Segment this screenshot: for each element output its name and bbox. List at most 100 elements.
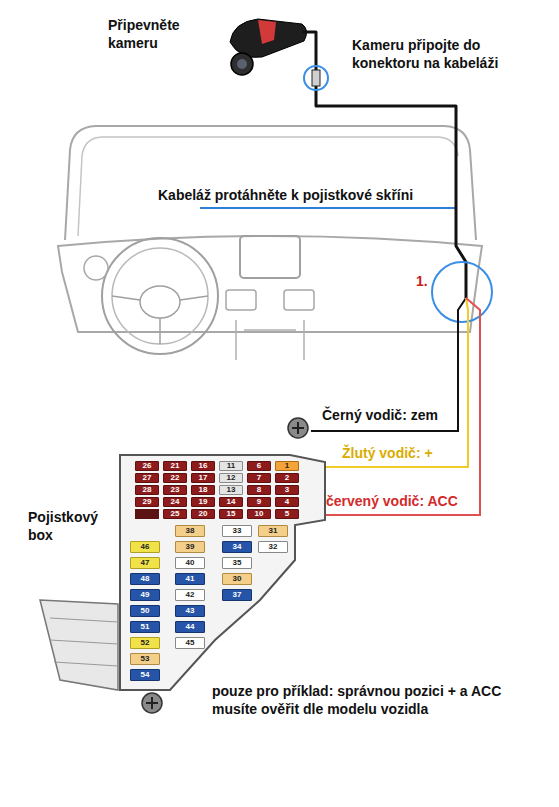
fuse: 4 xyxy=(275,497,299,507)
fuse: 41 xyxy=(175,573,205,585)
note-text: pouze pro příklad: správnou pozici + a A… xyxy=(212,682,517,718)
fuse-number: 33 xyxy=(223,526,251,536)
bracket-ribs xyxy=(50,618,118,666)
fuse-number: 14 xyxy=(220,498,242,506)
dashcam-body xyxy=(230,19,307,57)
fusebox-bracket xyxy=(40,600,118,690)
fuse-number: 22 xyxy=(164,474,186,482)
dashcam-lens xyxy=(231,53,253,75)
fuse: 37 xyxy=(222,589,252,601)
camera-cable xyxy=(302,32,466,298)
fuse: 47 xyxy=(130,557,160,569)
acc-wire xyxy=(302,298,480,515)
fuse-number: 7 xyxy=(248,474,270,482)
fuse-number: 32 xyxy=(259,542,287,552)
fuse-number: 11 xyxy=(220,462,242,470)
ground-screw xyxy=(288,418,308,438)
fuse: 34 xyxy=(222,541,252,553)
fuse: 27 xyxy=(135,473,159,483)
dashcam-stripe xyxy=(258,20,276,44)
fuse-number: 10 xyxy=(248,510,270,518)
fuse-number: 21 xyxy=(164,462,186,470)
fuse: 15 xyxy=(219,509,243,519)
fuse: 49 xyxy=(130,589,160,601)
fuse-number: 53 xyxy=(131,654,159,664)
callout-number: 1. xyxy=(416,272,436,290)
fuse-number: 2 xyxy=(276,474,298,482)
fuse-number: 8 xyxy=(248,486,270,494)
fuse-number: 25 xyxy=(164,510,186,518)
fuse-number: 3 xyxy=(276,486,298,494)
wire-label: červený vodič: ACC xyxy=(326,492,476,510)
mount-screw xyxy=(142,693,162,713)
fuse-number: 52 xyxy=(131,638,159,648)
fuse: 44 xyxy=(175,621,205,633)
fuse: 46 xyxy=(130,541,160,553)
fuse-number: 49 xyxy=(131,590,159,600)
steering-wheel-inner xyxy=(112,248,208,344)
fuse-number: 18 xyxy=(192,486,214,494)
connector-highlight xyxy=(304,66,328,90)
fuse-number: 39 xyxy=(176,542,204,552)
fuse: 43 xyxy=(175,605,205,617)
fuse-number: 34 xyxy=(223,542,251,552)
wire-exit-highlight xyxy=(432,262,492,322)
fuse-number: 54 xyxy=(131,670,159,680)
fuse: 48 xyxy=(130,573,160,585)
screw-slot xyxy=(146,697,158,709)
fuse: 13 xyxy=(219,485,243,495)
fuse-number: 30 xyxy=(223,574,251,584)
fuse: 23 xyxy=(163,485,187,495)
empty-fuse-slot xyxy=(135,509,159,519)
fuse-number: 27 xyxy=(136,474,158,482)
windshield-frame xyxy=(65,126,476,240)
fuse-number: 35 xyxy=(223,558,251,568)
fuse-number: 42 xyxy=(176,590,204,600)
windshield-glass xyxy=(78,137,458,236)
fuse-number: 13 xyxy=(220,486,242,494)
fuse: 19 xyxy=(191,497,215,507)
center-screen xyxy=(240,236,300,278)
fuse: 17 xyxy=(191,473,215,483)
fuse: 25 xyxy=(163,509,187,519)
fuse-number: 50 xyxy=(131,606,159,616)
fuse-number: 37 xyxy=(223,590,251,600)
fuse: 53 xyxy=(130,653,160,665)
fuse: 20 xyxy=(191,509,215,519)
center-vent xyxy=(284,290,314,310)
fuse-number: 1 xyxy=(276,462,298,470)
dashboard xyxy=(58,236,482,332)
fuse: 32 xyxy=(258,541,288,553)
constant-wire xyxy=(302,298,468,467)
fuse: 18 xyxy=(191,485,215,495)
fuse: 14 xyxy=(219,497,243,507)
fuse: 30 xyxy=(222,573,252,585)
fuse-number: 15 xyxy=(220,510,242,518)
instruction-text: Připevněte kameru xyxy=(108,16,220,52)
fuse: 21 xyxy=(163,461,187,471)
steering-hub xyxy=(140,286,180,318)
fuse-number: 40 xyxy=(176,558,204,568)
fuse-number: 12 xyxy=(220,474,242,482)
fuse: 50 xyxy=(130,605,160,617)
fuse: 6 xyxy=(247,461,271,471)
steering-spokes xyxy=(112,296,208,344)
fuse-number: 41 xyxy=(176,574,204,584)
fuse-number: 29 xyxy=(136,498,158,506)
fuse-number: 6 xyxy=(248,462,270,470)
fuse-number: 44 xyxy=(176,622,204,632)
text-underline xyxy=(200,207,456,209)
fuse-number: 47 xyxy=(131,558,159,568)
ground-wire xyxy=(311,298,466,431)
dashcam-lens-glass xyxy=(237,59,247,69)
fusebox-outline xyxy=(120,455,325,690)
fuse: 5 xyxy=(275,509,299,519)
steering-wheel xyxy=(102,238,218,354)
fuse-number: 48 xyxy=(131,574,159,584)
fuse: 39 xyxy=(175,541,205,553)
fuse-number: 31 xyxy=(259,526,287,536)
side-vent xyxy=(84,256,108,280)
fuse-number: 16 xyxy=(192,462,214,470)
fuse: 7 xyxy=(247,473,271,483)
